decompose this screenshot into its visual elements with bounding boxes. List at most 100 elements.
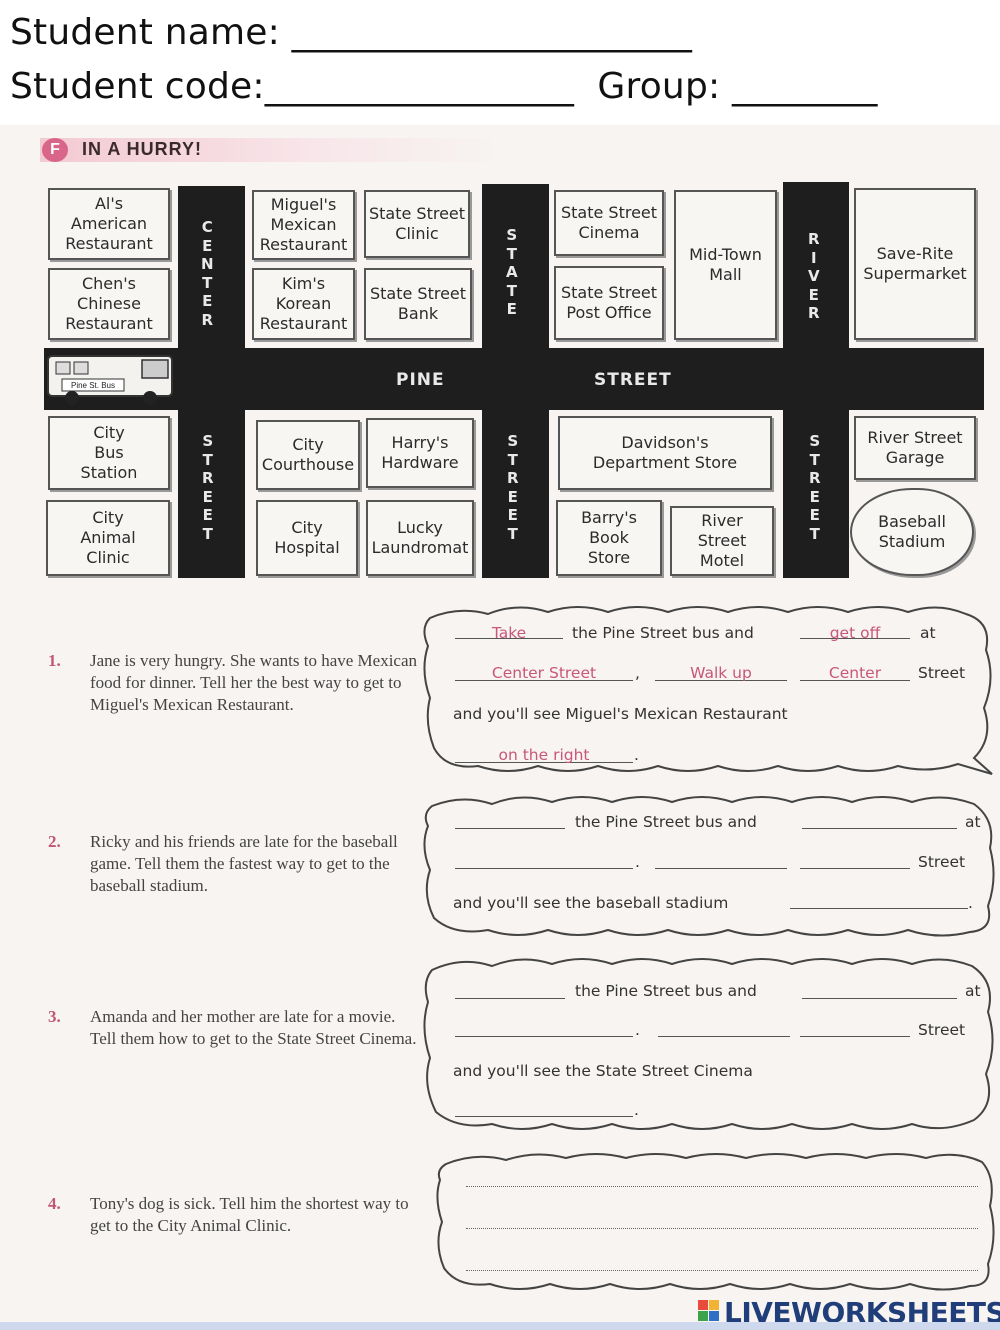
sentence-fragment: at	[965, 813, 981, 831]
blank-4[interactable]	[658, 1036, 790, 1037]
street-letter: R	[808, 230, 820, 248]
sentence-fragment: Street	[918, 853, 966, 871]
harrys-hardware: Harry's Hardware	[366, 418, 474, 488]
davidsons-department-store: Davidson's Department Store	[558, 416, 772, 490]
save-rite-supermarket: Save-Rite Supermarket	[854, 188, 976, 340]
answer-line-1[interactable]	[466, 1186, 978, 1187]
answer-take: Take	[491, 624, 527, 642]
state-street-post-office: State Street Post Office	[554, 266, 664, 340]
pine-label: PINE	[396, 370, 445, 390]
pine-street-label: STREET	[594, 370, 672, 390]
city-bus-station: City Bus Station	[48, 416, 170, 490]
period: .	[968, 894, 973, 912]
question-number: 2.	[48, 832, 61, 851]
sentence-fragment: and you'll see the baseball stadium	[453, 894, 729, 912]
street-letter: T	[506, 281, 517, 300]
answer-on-the-right: on the right	[498, 746, 590, 764]
blank-6[interactable]	[455, 1116, 633, 1117]
city-courthouse: City Courthouse	[256, 420, 360, 490]
river-street-garage: River Street Garage	[854, 416, 976, 480]
student-name-line: Student name: ______________________	[10, 12, 693, 53]
state-street-bank: State Street Bank	[364, 268, 472, 340]
sentence-fragment: the Pine Street bus and	[575, 982, 757, 1000]
street-letter: R	[809, 469, 821, 487]
barrys-book-store: Barry's Book Store	[556, 500, 662, 576]
bus-sign: Pine St. Bus	[71, 381, 115, 390]
street-letter: T	[809, 524, 820, 543]
street-letter: E	[202, 236, 213, 255]
blank-1[interactable]	[455, 828, 565, 829]
blank-walk-up[interactable]	[655, 680, 787, 681]
river-street-motel: River Street Motel	[670, 506, 774, 576]
question-text: Jane is very hungry. She wants to have M…	[90, 651, 418, 714]
blank-get-off[interactable]	[800, 638, 910, 639]
street-letter: V	[808, 267, 820, 285]
center-street-road	[178, 186, 245, 578]
street-letter: T	[507, 450, 518, 469]
street-letter: E	[507, 506, 518, 524]
kims-korean-restaurant: Kim's Korean Restaurant	[252, 268, 355, 340]
state-street-cinema: State Street Cinema	[554, 190, 664, 256]
street-letter: S	[506, 226, 518, 244]
blank-5[interactable]	[800, 1036, 910, 1037]
street-letter: E	[202, 506, 213, 524]
sentence-fragment: at	[965, 982, 981, 1000]
sentence-fragment: Street	[918, 664, 966, 682]
speech-bubble-2	[423, 796, 995, 937]
street-letter: E	[202, 487, 213, 506]
question-text: Amanda and her mother are late for a mov…	[90, 1007, 417, 1048]
speech-bubble-1	[423, 606, 993, 775]
street-letter: E	[808, 285, 819, 304]
blank-on-the-right[interactable]	[455, 762, 633, 763]
period: .	[634, 746, 639, 764]
sentence-fragment: the Pine Street bus and	[575, 813, 757, 831]
answer-get-off: get off	[829, 624, 881, 642]
street-letter: R	[507, 469, 519, 487]
blank-1[interactable]	[455, 998, 565, 999]
als-american-restaurant: Al's American Restaurant	[48, 188, 170, 260]
state-street-road	[482, 184, 549, 578]
street-letter: E	[809, 487, 820, 506]
street-letter: S	[507, 432, 519, 450]
street-letter: S	[809, 432, 821, 450]
question-number: 3.	[48, 1007, 61, 1026]
blank-4[interactable]	[655, 868, 787, 869]
street-letter: T	[506, 244, 517, 263]
blank-3[interactable]	[455, 1036, 633, 1037]
street-letter: S	[202, 432, 214, 450]
blank-3[interactable]	[455, 868, 633, 869]
lucky-laundromat: Lucky Laundromat	[366, 500, 474, 576]
speech-bubble-3	[423, 958, 994, 1130]
blank-center-street[interactable]	[455, 680, 633, 681]
river-street-road	[783, 182, 849, 578]
street-letter: R	[202, 469, 214, 487]
question-text: Tony's dog is sick. Tell him the shortes…	[90, 1194, 409, 1235]
question-number: 4.	[48, 1194, 61, 1213]
miguels-mexican-restaurant: Miguel's Mexican Restaurant	[252, 190, 355, 260]
answer-line-2[interactable]	[466, 1228, 978, 1229]
state-street-clinic: State Street Clinic	[364, 190, 470, 258]
answer-center-street: Center Street	[491, 664, 597, 682]
blank-2[interactable]	[802, 828, 957, 829]
street-letter: R	[201, 310, 214, 329]
sentence-fragment: at	[920, 624, 936, 642]
mid-town-mall: Mid-Town Mall	[674, 190, 777, 340]
answer-walk-up: Walk up	[690, 664, 752, 682]
street-letter: N	[201, 255, 214, 273]
answer-line-3[interactable]	[466, 1270, 978, 1271]
period: .	[634, 1101, 639, 1119]
blank-5[interactable]	[800, 868, 910, 869]
blank-center[interactable]	[800, 680, 910, 681]
baseball-stadium: Baseball Stadium	[850, 488, 974, 576]
speech-bubble-4	[436, 1153, 995, 1291]
street-letter: T	[202, 524, 213, 543]
blank-6[interactable]	[790, 908, 968, 909]
blank-take[interactable]	[455, 638, 563, 639]
question-text: Ricky and his friends are late for the b…	[90, 832, 398, 895]
sentence-fragment: the Pine Street bus and	[572, 624, 754, 642]
blank-2[interactable]	[802, 998, 957, 999]
street-letter: T	[202, 273, 213, 292]
